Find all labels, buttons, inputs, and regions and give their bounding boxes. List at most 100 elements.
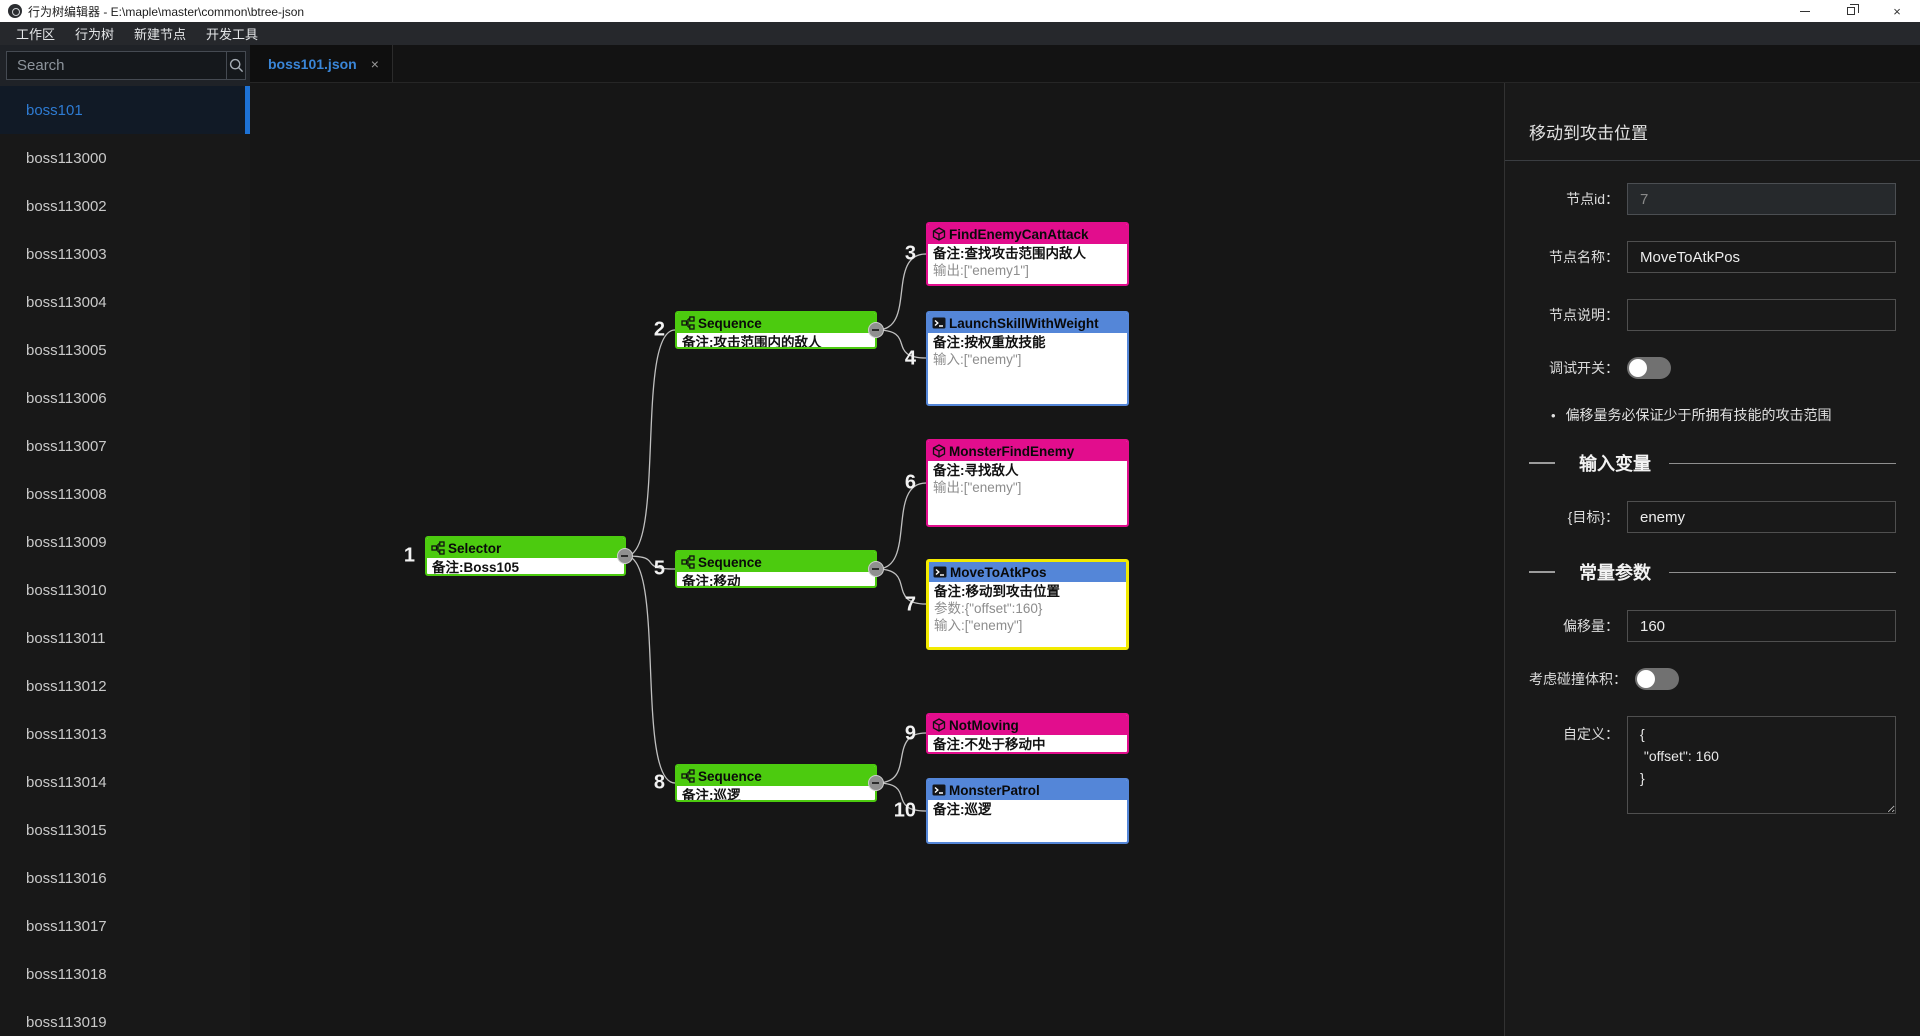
sidebar-item-boss113007[interactable]: boss113007 (0, 422, 250, 470)
section-line (1669, 462, 1896, 464)
section-常量参数: 常量参数 (1529, 559, 1896, 585)
node-desc-input[interactable] (1627, 299, 1896, 331)
sidebar-item-label: boss113004 (26, 293, 107, 311)
search-input[interactable] (7, 52, 226, 79)
sidebar-item-boss113015[interactable]: boss113015 (0, 806, 250, 854)
sidebar-item-label: boss113014 (26, 773, 107, 791)
sidebar-item-label: boss101 (26, 101, 83, 119)
node-header: MonsterFindEnemy (928, 441, 1127, 461)
collision-switch-label: 考虑碰撞体积： (1529, 671, 1627, 687)
sidebar-item-label: boss113003 (26, 245, 107, 263)
target-var-input[interactable] (1627, 501, 1896, 533)
node-name-label: 节点名称： (1549, 249, 1619, 265)
sidebar-item-boss113006[interactable]: boss113006 (0, 374, 250, 422)
collapse-connector[interactable] (617, 548, 633, 564)
node-header: Selector (427, 538, 624, 558)
sidebar-item-boss113002[interactable]: boss113002 (0, 182, 250, 230)
field-row-target-var: {目标}： (1529, 501, 1896, 533)
panel-body: 节点id：节点名称：节点说明：调试开关： • 偏移量务必保证少于所拥有技能的攻击… (1505, 161, 1920, 814)
panel-title: 移动到攻击位置 (1529, 124, 1648, 143)
menu-item-行为树[interactable]: 行为树 (75, 27, 115, 42)
custom-json-textarea[interactable] (1627, 716, 1896, 814)
restore-button[interactable] (1828, 0, 1874, 22)
sidebar-item-boss113011[interactable]: boss113011 (0, 614, 250, 662)
node-number: 6 (904, 471, 916, 494)
node-body: 备注:巡逻 (928, 800, 1127, 818)
node-title: FindEnemyCanAttack (949, 226, 1089, 242)
cube-icon (932, 227, 946, 241)
node-id-input[interactable] (1627, 183, 1896, 215)
window-controls: × (1782, 0, 1920, 22)
field-row-node-desc: 节点说明： (1529, 299, 1896, 331)
node-body: 备注:不处于移动中 (928, 735, 1127, 752)
target-var-label: {目标}： (1567, 509, 1619, 525)
menu-item-新建节点[interactable]: 新建节点 (134, 27, 187, 42)
sidebar-item-boss113005[interactable]: boss113005 (0, 326, 250, 374)
sidebar-item-boss113008[interactable]: boss113008 (0, 470, 250, 518)
tab-close-icon[interactable]: × (370, 55, 379, 72)
field-row-debug-switch: 调试开关： (1529, 357, 1896, 379)
sidebar-item-boss113019[interactable]: boss113019 (0, 998, 250, 1036)
field-row-node-id: 节点id： (1529, 183, 1896, 215)
node-note-line: 备注:移动 (682, 574, 741, 588)
menu-item-工作区[interactable]: 工作区 (16, 27, 56, 42)
sidebar-item-boss113009[interactable]: boss113009 (0, 518, 250, 566)
edge (625, 555, 676, 784)
sidebar-item-boss113017[interactable]: boss113017 (0, 902, 250, 950)
sidebar-item-boss113003[interactable]: boss113003 (0, 230, 250, 278)
node-note-line: 备注:巡逻 (933, 802, 992, 817)
node-body: 备注:移动到攻击位置参数:{"offset":160}输入:["enemy"] (929, 582, 1126, 634)
collapse-connector[interactable] (868, 561, 884, 577)
sidebar-item-boss113018[interactable]: boss113018 (0, 950, 250, 998)
sidebar-item-boss113010[interactable]: boss113010 (0, 566, 250, 614)
sidebar-item-boss113016[interactable]: boss113016 (0, 854, 250, 902)
node-body: 备注:Boss105 (427, 558, 624, 574)
edge (625, 329, 676, 557)
collapse-connector[interactable] (868, 775, 884, 791)
node-meta-line: 输出:["enemy1"] (933, 263, 1029, 278)
close-button[interactable]: × (1874, 0, 1920, 22)
section-dash (1529, 462, 1555, 464)
collision-switch-toggle[interactable] (1635, 668, 1679, 690)
sidebar-item-boss113000[interactable]: boss113000 (0, 134, 250, 182)
node-title: MonsterPatrol (949, 782, 1040, 798)
sidebar-item-label: boss113011 (26, 629, 106, 647)
node-body: 备注:寻找敌人输出:["enemy"] (928, 461, 1127, 496)
sidebar-item-boss113012[interactable]: boss113012 (0, 662, 250, 710)
node-LaunchSkillWithWeight[interactable]: LaunchSkillWithWeight 备注:按权重放技能输入:["enemy… (926, 311, 1129, 406)
sidebar-item-boss113004[interactable]: boss113004 (0, 278, 250, 326)
node-header: Sequence (677, 313, 875, 333)
offset-input[interactable] (1627, 610, 1896, 642)
node-meta-line: 输出:["enemy"] (933, 480, 1022, 495)
tab-boss101[interactable]: boss101.json × (250, 45, 393, 82)
menu-item-开发工具[interactable]: 开发工具 (206, 27, 259, 42)
sidebar-item-label: boss113005 (26, 341, 107, 359)
node-number: 9 (904, 722, 916, 744)
sidebar-item-boss113014[interactable]: boss113014 (0, 758, 250, 806)
search-button[interactable] (226, 52, 245, 79)
sidebar-item-boss101[interactable]: boss101 (0, 86, 250, 134)
sidebar-item-label: boss113019 (26, 1013, 107, 1031)
node-name-input[interactable] (1627, 241, 1896, 273)
minimize-button[interactable] (1782, 0, 1828, 22)
sidebar-item-label: boss113017 (26, 917, 107, 935)
section-title: 输入变量 (1579, 454, 1651, 474)
restore-icon (1847, 4, 1859, 15)
collapse-connector[interactable] (868, 322, 884, 338)
node-MonsterPatrol[interactable]: MonsterPatrol 备注:巡逻 (926, 778, 1129, 844)
node-title: LaunchSkillWithWeight (949, 315, 1099, 331)
node-body: 备注:按权重放技能输入:["enemy"] (928, 333, 1127, 368)
debug-switch-toggle[interactable] (1627, 357, 1671, 379)
sidebar-item-boss113013[interactable]: boss113013 (0, 710, 250, 758)
sidebar-item-label: boss113013 (26, 725, 107, 743)
